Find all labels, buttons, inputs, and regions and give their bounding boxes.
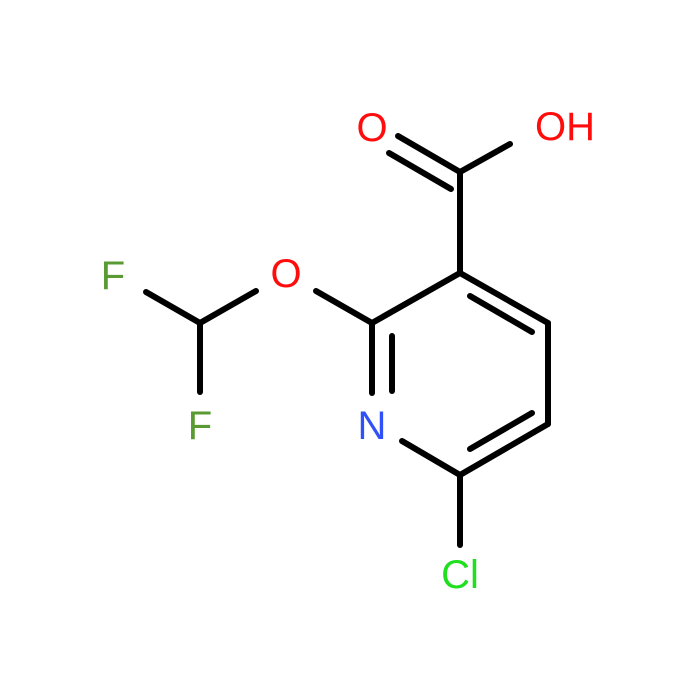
ring-nitrogen-label: N: [358, 404, 387, 448]
bond-c3-c4-inner: [467, 293, 535, 335]
atom-labels: O OH O F F N Cl: [101, 105, 595, 597]
chlorine-label: Cl: [441, 553, 479, 597]
bond-c-oh: [457, 141, 513, 175]
bond-carbonyl-outer: [395, 133, 463, 175]
carbonyl-oxygen-label: O: [356, 106, 387, 150]
bond-c6-n: [399, 438, 463, 478]
fluorine-label-1: F: [101, 254, 125, 298]
bond-c3-c4: [457, 270, 551, 326]
bond-c5-c6: [457, 421, 551, 478]
fluorine-label-2: F: [188, 404, 212, 448]
bonds: [143, 133, 551, 548]
ether-oxygen-label: O: [270, 252, 301, 296]
bond-carbonyl-inner: [386, 150, 454, 192]
bond-ether-o-ch: [197, 288, 259, 326]
bond-c5-c6-inner: [467, 410, 535, 452]
hydroxyl-label: OH: [535, 105, 595, 149]
bond-c2-ether-o: [313, 288, 375, 326]
bond-ch-f1: [143, 289, 203, 326]
bond-c2-c3: [369, 270, 463, 326]
